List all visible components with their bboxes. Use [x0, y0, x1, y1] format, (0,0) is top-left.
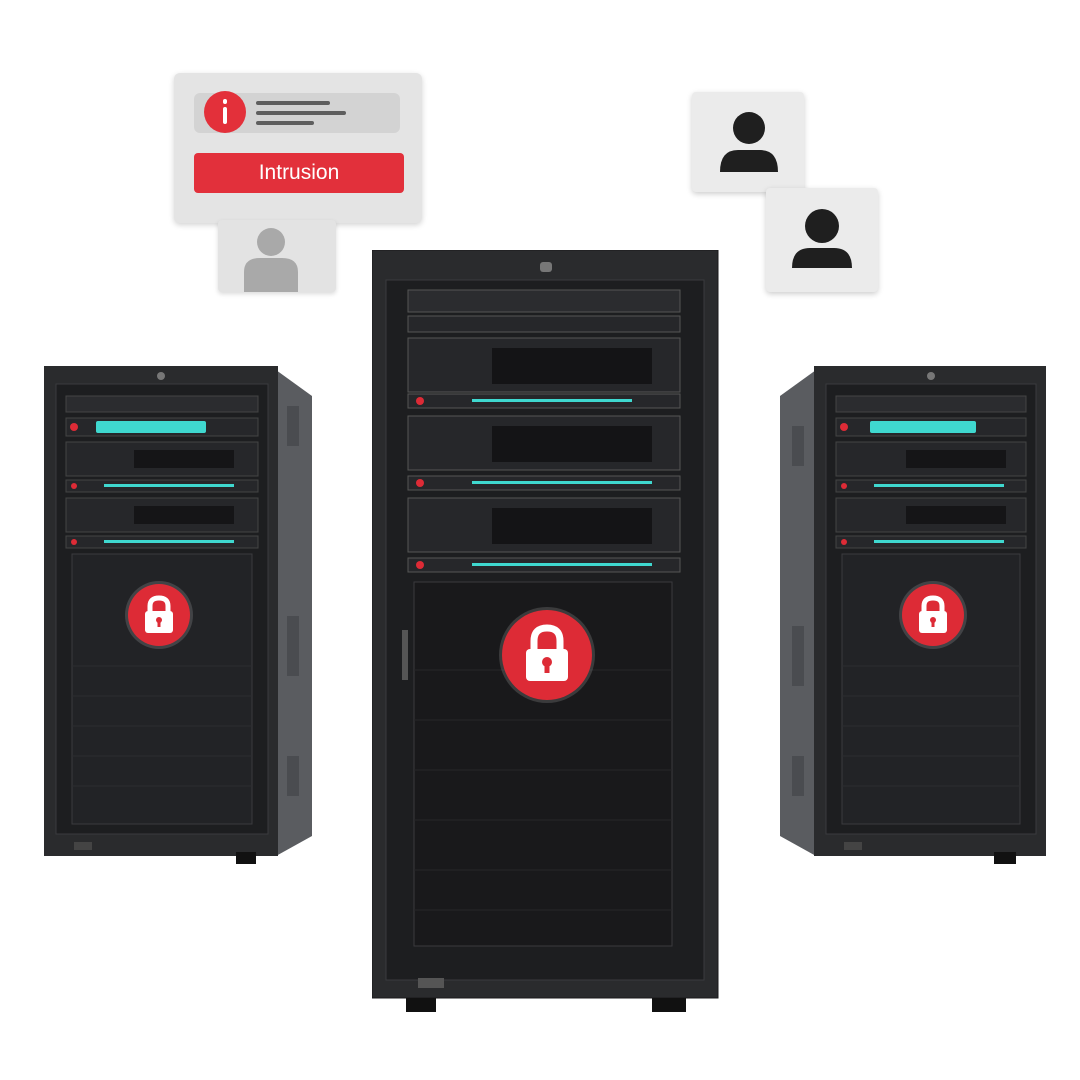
padlock-icon: [502, 610, 592, 700]
user-card-1[interactable]: [692, 92, 804, 192]
person-icon: [792, 209, 852, 268]
person-icon: [720, 112, 778, 172]
intrusion-alert-card: Intrusion: [174, 73, 422, 223]
right-server-rack: [778, 366, 1048, 868]
intrusion-button[interactable]: Intrusion: [194, 153, 404, 193]
padlock-icon: [902, 584, 964, 646]
user-card-2[interactable]: [766, 188, 878, 292]
padlock-icon: [128, 584, 190, 646]
exclamation-icon: [204, 91, 246, 133]
alert-text-line: [256, 111, 346, 115]
alert-header: [194, 91, 400, 133]
alert-text-line: [256, 101, 330, 105]
center-server-rack: [372, 250, 720, 1016]
person-icon: [244, 228, 298, 292]
user-card-faded: [218, 220, 336, 292]
left-server-rack: [44, 366, 314, 868]
alert-text-line: [256, 121, 314, 125]
